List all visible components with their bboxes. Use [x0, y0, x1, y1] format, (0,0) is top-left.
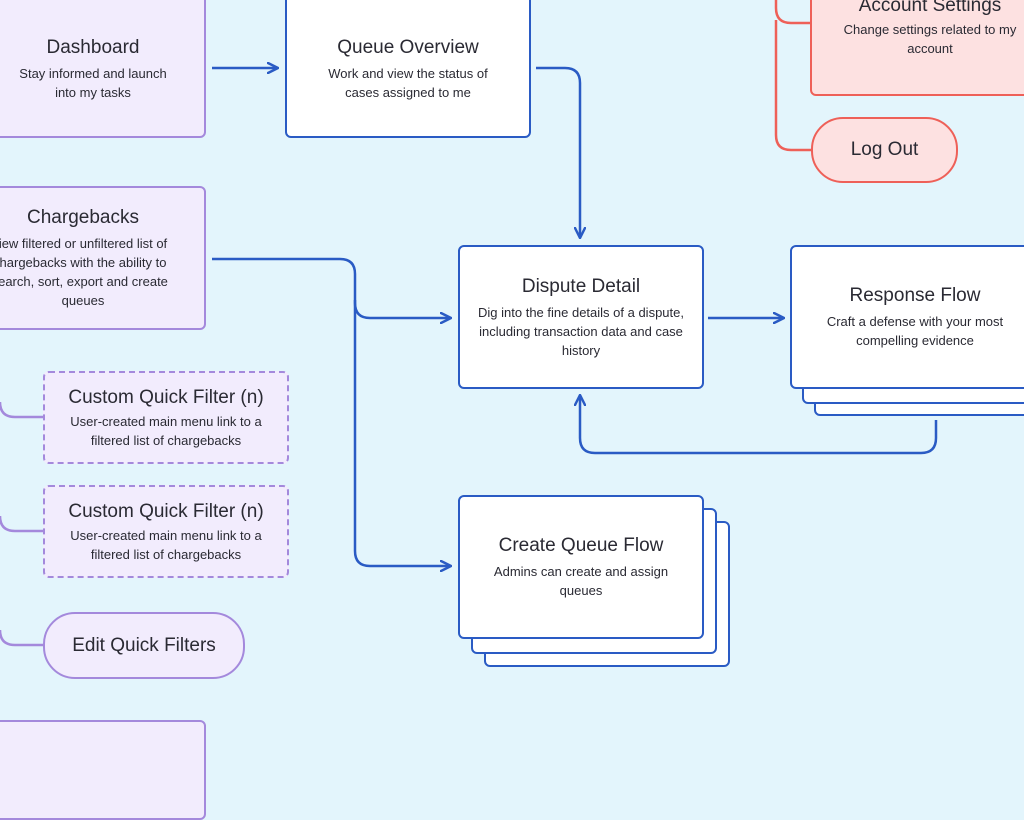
log-out-title: Log Out: [850, 139, 919, 160]
queue-overview-node[interactable]: Queue Overview Work and view the status …: [285, 0, 531, 138]
custom-quick-filter-title-2: Custom Quick Filter (n): [68, 500, 264, 522]
chargebacks-node[interactable]: Chargebacks iew filtered or unfiltered l…: [0, 186, 206, 330]
custom-quick-filter-node-1[interactable]: Custom Quick Filter (n) User-created mai…: [43, 371, 289, 464]
dispute-detail-node[interactable]: Dispute Detail Dig into the fine details…: [458, 245, 704, 389]
custom-quick-filter-description-1: User-created main menu link to a filtere…: [70, 413, 262, 448]
response-flow-description: Craft a defense with your most compellin…: [826, 314, 1004, 348]
account-settings-node[interactable]: Account Settings Change settings related…: [810, 0, 1024, 96]
create-queue-flow-description: Admins can create and assign queues: [493, 564, 669, 598]
dashboard-description: Stay informed and launch into my tasks: [19, 66, 167, 100]
edge-menu-to-log-out: [774, 20, 811, 152]
create-queue-flow-node[interactable]: Create Queue Flow Admins can create and …: [458, 495, 704, 639]
edit-quick-filters-title: Edit Quick Filters: [72, 634, 216, 656]
queue-overview-description: Work and view the status of cases assign…: [328, 66, 488, 100]
custom-quick-filter-description-2: User-created main menu link to a filtere…: [70, 527, 262, 562]
edge-menu-to-custom-filter-2: [0, 515, 44, 533]
dashboard-node[interactable]: Dashboard Stay informed and launch into …: [0, 0, 206, 138]
create-queue-flow-title: Create Queue Flow: [498, 535, 664, 556]
dashboard-title: Dashboard: [46, 37, 140, 58]
log-out-node[interactable]: Log Out: [811, 117, 958, 183]
dispute-detail-description: Dig into the fine details of a dispute, …: [478, 304, 684, 358]
dispute-detail-title: Dispute Detail: [521, 275, 641, 297]
queue-overview-title: Queue Overview: [337, 37, 479, 58]
chargebacks-description: iew filtered or unfiltered list of harge…: [0, 236, 168, 308]
connector-layer: [0, 0, 938, 647]
edge-menu-to-account-settings: [774, 0, 811, 25]
account-settings-description: Change settings related to my account: [843, 22, 1017, 56]
offscreen-bottom-node: [0, 720, 206, 820]
response-flow-node[interactable]: Response Flow Craft a defense with your …: [790, 245, 1024, 389]
edge-response-flow-to-dispute-detail: [580, 395, 938, 455]
custom-quick-filter-node-2[interactable]: Custom Quick Filter (n) User-created mai…: [43, 485, 289, 578]
custom-quick-filter-title-1: Custom Quick Filter (n): [68, 386, 264, 408]
response-flow-title: Response Flow: [849, 285, 981, 306]
edge-menu-to-custom-filter-1: [0, 401, 44, 419]
chargebacks-title: Chargebacks: [27, 207, 139, 228]
edge-chargebacks-to-dispute-detail: [212, 257, 451, 318]
edit-quick-filters-node[interactable]: Edit Quick Filters: [43, 612, 245, 679]
account-settings-title: Account Settings: [858, 0, 1002, 16]
edge-chargebacks-to-create-queue-flow: [353, 300, 451, 566]
edge-menu-to-edit-quick-filters: [0, 629, 44, 647]
edge-queue-overview-to-dispute-detail: [536, 66, 580, 238]
